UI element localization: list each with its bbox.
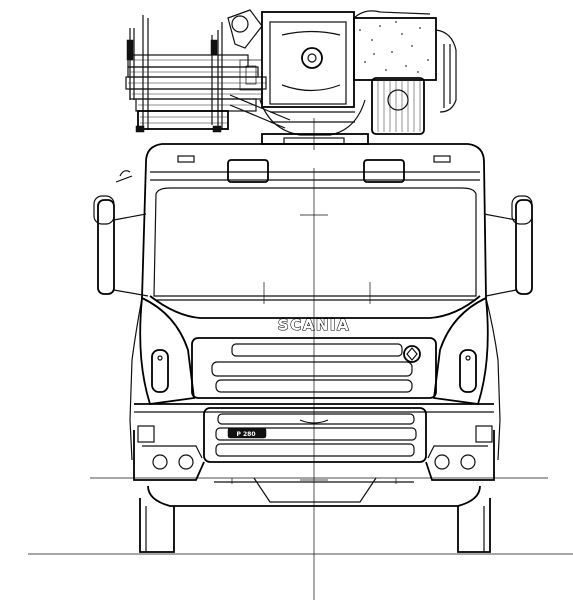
bumper: P 280 bbox=[133, 403, 495, 481]
truck-cab: SCANIA P 280 bbox=[93, 143, 533, 553]
headlamp-left bbox=[151, 349, 169, 393]
fog-lamps-left bbox=[152, 454, 194, 470]
mirror-right bbox=[483, 195, 533, 297]
headlamp-right bbox=[459, 349, 477, 393]
crane-column bbox=[227, 9, 366, 136]
crane-assembly bbox=[125, 9, 457, 145]
plate-text: P 280 bbox=[236, 431, 255, 438]
windshield bbox=[153, 187, 477, 297]
crane-oil-tank bbox=[353, 10, 457, 113]
grille-badge-text: SCANIA bbox=[278, 316, 350, 334]
griffin-emblem-icon bbox=[403, 345, 421, 363]
crane-slew-drum bbox=[371, 77, 425, 135]
wheel-left bbox=[139, 498, 175, 553]
mirror-left bbox=[93, 170, 149, 297]
fog-lamps-right bbox=[434, 454, 476, 470]
wheel-right bbox=[457, 498, 491, 553]
crane-boom-stack bbox=[125, 15, 291, 133]
reference-lines bbox=[28, 118, 573, 600]
